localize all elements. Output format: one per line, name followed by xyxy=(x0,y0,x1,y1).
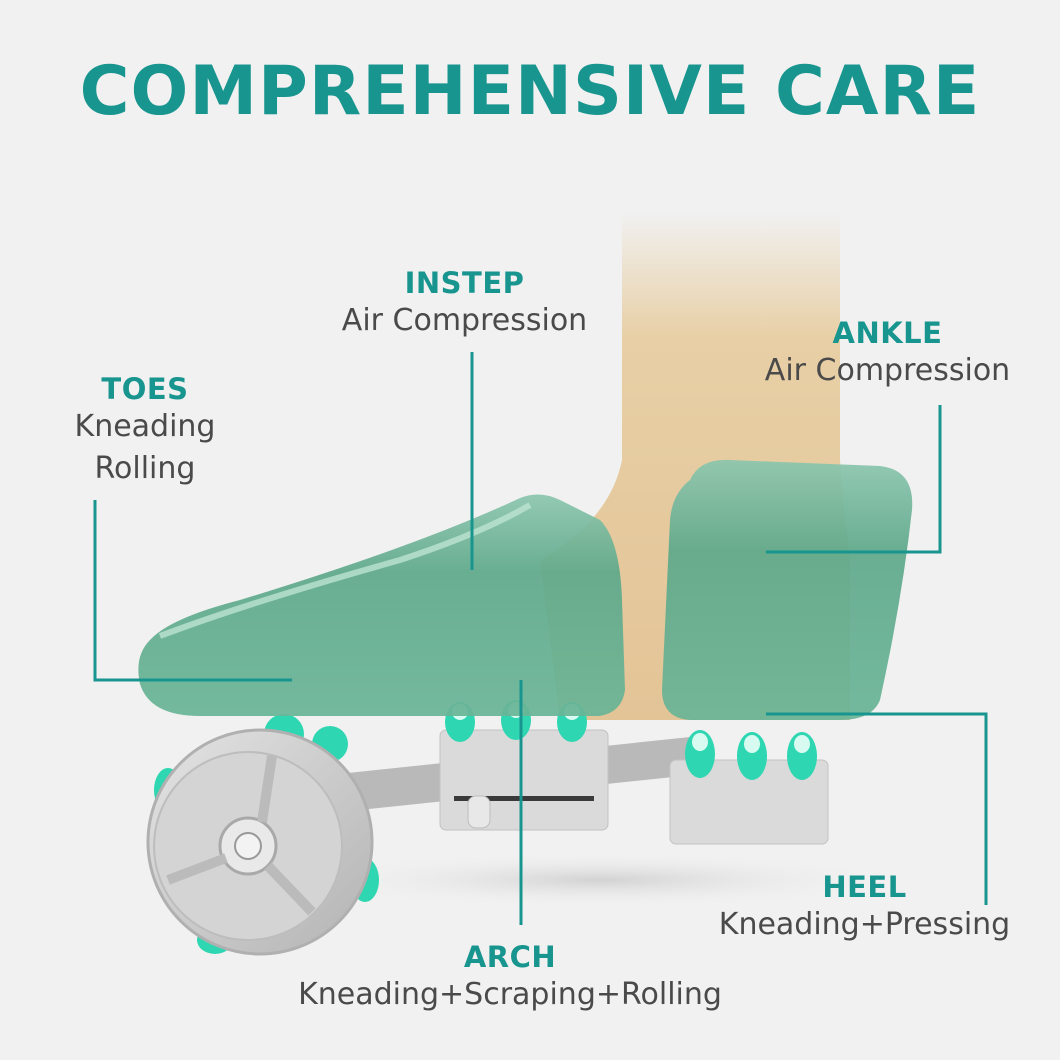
instep-callout: INSTEP Air Compression xyxy=(322,266,607,342)
arch-desc: Kneading+Scraping+Rolling xyxy=(298,977,722,1012)
heel-module xyxy=(669,730,829,845)
ankle-desc: Air Compression xyxy=(764,353,1011,388)
toes-leader-line xyxy=(93,500,292,682)
arch-callout: ARCH Kneading+Scraping+Rolling xyxy=(290,940,730,1016)
toes-callout: TOES Kneading Rolling xyxy=(40,372,250,490)
instep-airbag xyxy=(138,494,625,716)
heel-leader-line xyxy=(766,712,988,905)
callout-lines xyxy=(93,352,988,925)
heel-label: HEEL xyxy=(822,870,907,904)
toes-desc-line-2: Rolling xyxy=(94,451,196,486)
instep-desc: Air Compression xyxy=(341,303,588,338)
heel-callout: HEEL Kneading+Pressing xyxy=(712,870,1017,946)
toes-desc-line-1: Kneading xyxy=(74,409,216,444)
toe-wheel xyxy=(146,728,374,956)
ankle-leader-line xyxy=(766,405,942,554)
ankle-label: ANKLE xyxy=(832,316,943,350)
instep-airbag-highlight xyxy=(158,502,532,639)
toes-label: TOES xyxy=(101,372,189,406)
ankle-callout: ANKLE Air Compression xyxy=(745,316,1030,392)
arch-module xyxy=(439,700,609,831)
heel-desc: Kneading+Pressing xyxy=(718,907,1011,942)
instep-label: INSTEP xyxy=(404,266,525,300)
page-title: COMPREHENSIVE CARE xyxy=(79,52,981,131)
ankle-airbag xyxy=(662,459,913,720)
arch-label: ARCH xyxy=(463,940,557,974)
ground-shadow xyxy=(300,852,900,908)
